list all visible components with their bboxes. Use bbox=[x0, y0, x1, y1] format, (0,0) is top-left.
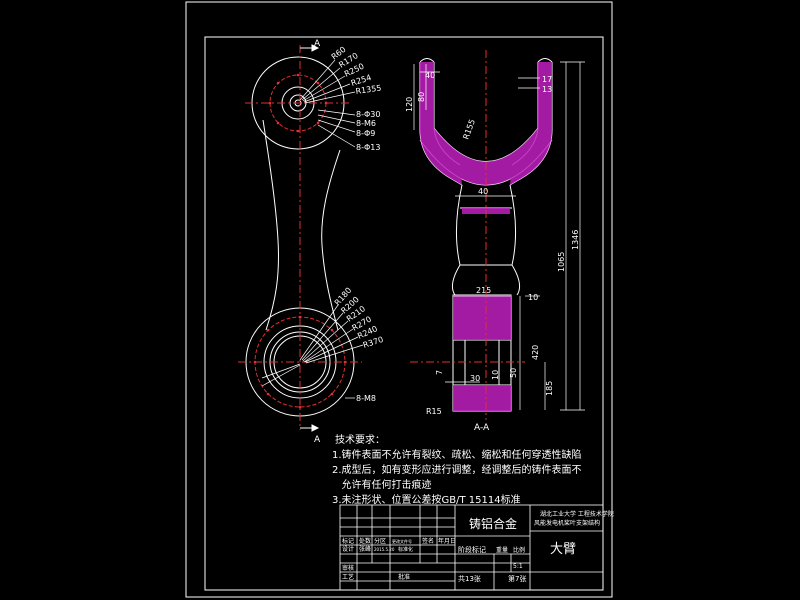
section-view-label: A-A bbox=[474, 423, 490, 433]
stage-label: 阶段标记 bbox=[458, 545, 486, 554]
dim-420: 420 bbox=[531, 345, 540, 360]
approve-label: 批准 bbox=[398, 573, 410, 581]
mark-label: 标记 bbox=[342, 537, 354, 545]
top-hole-labels: 8-Φ30 8-M6 8-Φ9 8-Φ13 bbox=[356, 110, 380, 152]
tech-item-1: 1.铸件表面不允许有裂纹、疏松、缩松和任何穿透性缺陷 bbox=[332, 448, 582, 461]
design-label: 设计 bbox=[342, 545, 354, 553]
dim-17: 17 bbox=[542, 75, 552, 84]
top-leaders bbox=[299, 59, 356, 148]
dim-1065: 1065 bbox=[557, 252, 566, 272]
review-label: 审核 bbox=[342, 564, 354, 572]
dim-185: 185 bbox=[545, 381, 554, 396]
date-label: 年月日 bbox=[438, 537, 456, 545]
hole-8-phi9: 8-Φ9 bbox=[356, 129, 375, 138]
dim-r15: R15 bbox=[426, 407, 442, 416]
dim-40-mid: 40 bbox=[478, 187, 488, 196]
left-centerlines bbox=[238, 45, 362, 430]
bottom-leaders bbox=[261, 304, 364, 399]
dim-1346: 1346 bbox=[571, 230, 580, 250]
dim-120: 120 bbox=[405, 97, 414, 112]
bottom-dim-labels: R180 R200 R210 R270 R240 R370 bbox=[333, 286, 385, 350]
fork-saddle bbox=[433, 127, 539, 162]
dim-10a: 10 bbox=[528, 293, 538, 302]
count-label: 处数 bbox=[359, 537, 371, 545]
hole-8-phi30: 8-Φ30 bbox=[356, 110, 380, 119]
neck-left bbox=[451, 184, 463, 296]
arm-outline bbox=[262, 119, 279, 331]
title-block bbox=[339, 504, 604, 591]
fork-top-left bbox=[419, 58, 435, 63]
tech-item-3: 3.未注形状、位置公差按GB/T 15114标准 bbox=[332, 493, 521, 506]
bottom-bolt-holes bbox=[253, 315, 347, 409]
dim-80: 80 bbox=[417, 92, 426, 102]
scale-label: 比例 bbox=[513, 546, 525, 554]
dim-7: 7 bbox=[435, 370, 444, 375]
design-date: 2015.5.20 bbox=[374, 547, 395, 552]
weight-label: 重量 bbox=[496, 546, 508, 554]
sheet-number: 第7张 bbox=[508, 574, 526, 583]
school-name: 湖北工业大学 工程技术学院 bbox=[540, 510, 614, 518]
section-marks bbox=[300, 44, 320, 432]
project-name: 风能发电机桨叶支架结构 bbox=[534, 519, 600, 527]
std-label: 标准化 bbox=[398, 546, 413, 553]
right-dim-lines bbox=[413, 61, 585, 411]
part-name: 大臂 bbox=[550, 542, 576, 557]
dim-30: 30 bbox=[470, 374, 480, 383]
dim-r155: R155 bbox=[461, 118, 477, 141]
sign-label: 签名 bbox=[422, 537, 434, 545]
section-label-bottom: A bbox=[314, 435, 321, 445]
section-hatching bbox=[420, 62, 552, 411]
fork-top-right bbox=[537, 58, 553, 63]
change-doc-label: 更改文件号 bbox=[392, 538, 412, 544]
tech-item-2: 2.成型后，如有变形应进行调整，经调整后的铸件表面不 bbox=[332, 463, 582, 476]
dim-50: 50 bbox=[509, 368, 518, 378]
hole-8-phi13: 8-Φ13 bbox=[356, 143, 380, 152]
arm-outline-right bbox=[321, 149, 341, 331]
right-dim-labels: 40 120 80 17 13 R155 40 1346 1065 215 10… bbox=[405, 71, 580, 416]
hole-8-m6: 8-M6 bbox=[356, 119, 376, 128]
dim-13: 13 bbox=[542, 85, 552, 94]
zone-label: 分区 bbox=[374, 537, 386, 545]
tech-title: 技术要求： bbox=[335, 433, 385, 446]
hole-8-m8: 8-M8 bbox=[356, 394, 376, 403]
sheets-total: 共13张 bbox=[458, 574, 481, 583]
process-label: 工艺 bbox=[342, 573, 354, 581]
scale-value: 5:1 bbox=[513, 563, 523, 570]
title-block-text: 铸铝合金 湖北工业大学 工程技术学院 风能发电机桨叶支架结构 大臂 标记 处数 … bbox=[342, 510, 614, 583]
outer-border bbox=[185, 1, 613, 598]
dim-215: 215 bbox=[476, 286, 491, 295]
dim-10b: 10 bbox=[491, 370, 500, 380]
design-name: 张峰 bbox=[359, 545, 371, 553]
tech-item-2b: 允许有任何打击痕迹 bbox=[332, 478, 432, 491]
top-bolt-holes bbox=[268, 73, 328, 133]
neck-right bbox=[509, 184, 521, 296]
dim-r1355: R1355 bbox=[355, 83, 382, 96]
dim-40-top: 40 bbox=[425, 71, 435, 80]
tech-requirements: 技术要求： 1.铸件表面不允许有裂纹、疏松、缩松和任何穿透性缺陷 2.成型后，如… bbox=[332, 433, 582, 506]
material: 铸铝合金 bbox=[469, 516, 517, 531]
section-label-top: A bbox=[314, 39, 321, 49]
